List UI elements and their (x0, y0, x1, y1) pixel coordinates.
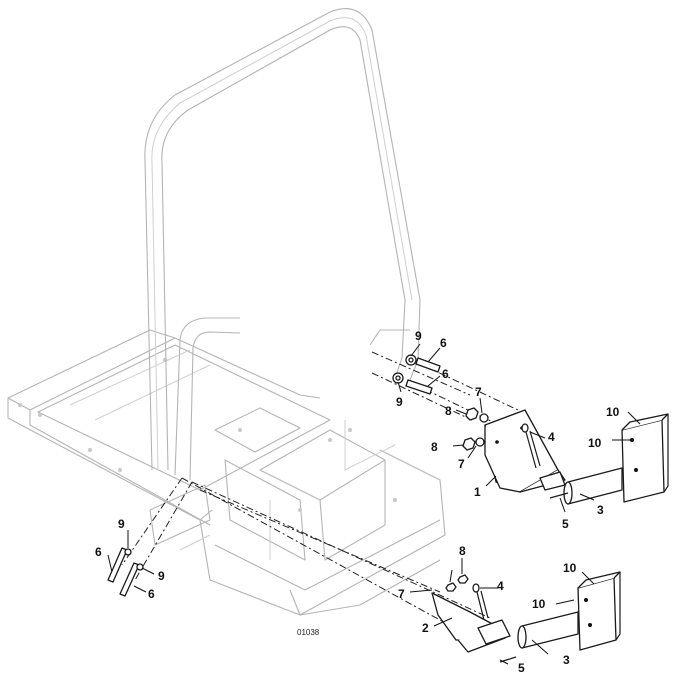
callout-10: 10 (588, 436, 602, 450)
callout-10: 10 (606, 405, 620, 419)
callout-9: 9 (415, 329, 422, 343)
figure-number: 01038 (297, 628, 320, 637)
callout-4: 4 (497, 579, 504, 593)
callout-8: 8 (431, 440, 438, 454)
upper-bracket (484, 409, 566, 493)
callout-9: 9 (118, 517, 125, 531)
callout-6: 6 (148, 587, 155, 601)
pin-upper (549, 492, 569, 499)
callout-6: 6 (440, 336, 447, 350)
callout-9: 9 (396, 395, 403, 409)
callout-3: 3 (563, 653, 570, 667)
callout-3: 3 (597, 503, 604, 517)
lower-bracket (431, 574, 511, 653)
callout-1: 1 (474, 485, 481, 499)
callout-9: 9 (158, 569, 165, 583)
lower-weight (517, 571, 621, 651)
machine-frame (7, 329, 446, 616)
assembly-lines (121, 351, 531, 631)
upper-hardware (392, 354, 489, 451)
callout-8: 8 (445, 404, 452, 418)
callout-7: 7 (398, 587, 405, 601)
callout-7: 7 (458, 457, 465, 471)
callout-7: 7 (475, 385, 482, 399)
callout-10: 10 (532, 597, 546, 611)
callout-2: 2 (422, 621, 429, 635)
callout-5: 5 (518, 661, 525, 675)
callout-5: 5 (562, 517, 569, 531)
roll-bar (144, 8, 421, 481)
callout-10: 10 (563, 561, 577, 575)
upper-weight (563, 413, 669, 505)
callout-labels: 9 6 6 9 7 8 8 7 1 4 5 3 10 10 9 6 9 6 8 … (95, 329, 620, 675)
callout-6: 6 (95, 545, 102, 559)
callout-6: 6 (442, 367, 449, 381)
lower-left-hardware (107, 547, 144, 597)
leader-lines (107, 343, 641, 665)
callout-8: 8 (459, 544, 466, 558)
callout-4: 4 (548, 430, 555, 444)
